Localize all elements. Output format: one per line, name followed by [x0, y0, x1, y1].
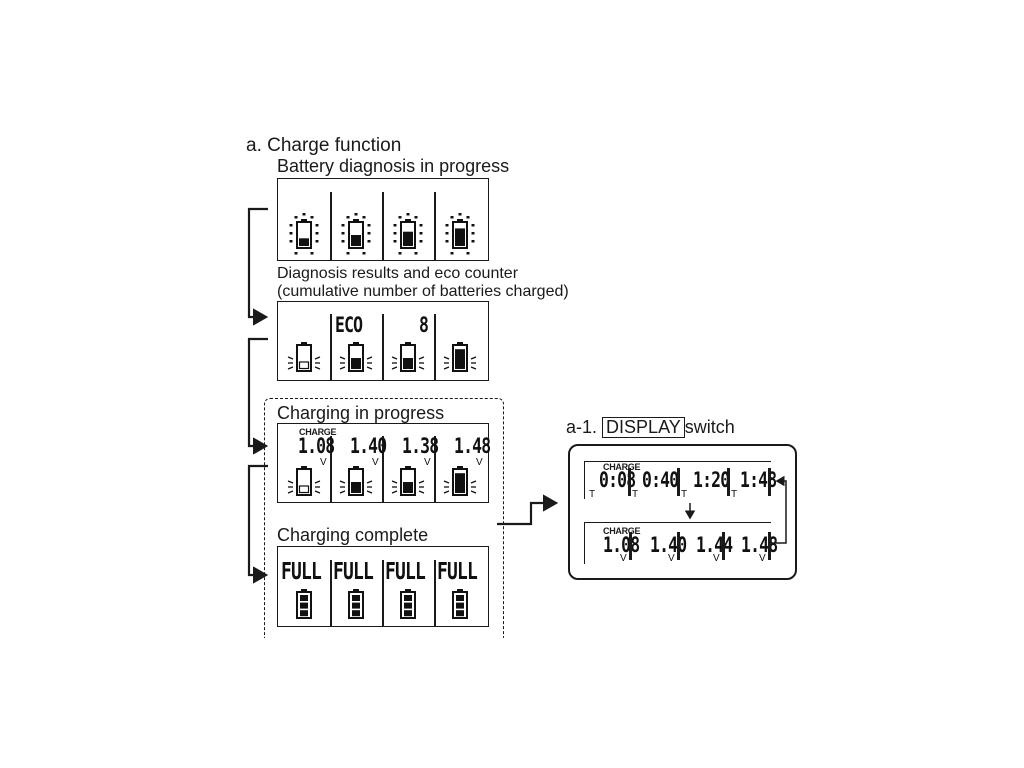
slot-divider — [330, 560, 332, 626]
battery-icon — [452, 589, 468, 619]
results-batteries — [287, 342, 477, 372]
slot-divider — [434, 436, 436, 502]
voltage-slot-4: 1.48 — [454, 434, 491, 458]
battery-icon — [400, 589, 416, 619]
battery-icon — [341, 213, 371, 255]
volt-charge-tag: CHARGE — [603, 526, 641, 536]
slot-divider — [382, 192, 384, 260]
slot-divider — [382, 314, 384, 380]
battery-icon — [287, 342, 321, 372]
battery-icon — [443, 342, 477, 372]
eco-label: ECO — [335, 313, 363, 337]
time-unit: T — [731, 489, 738, 500]
battery-icon — [287, 466, 321, 496]
volt-view-unit: V — [668, 553, 675, 564]
flow-arrow-to-display-switch — [497, 494, 559, 526]
slot-divider — [434, 560, 436, 626]
results-label-line2: (cumulative number of batteries charged) — [277, 283, 569, 300]
slot-divider — [677, 468, 680, 496]
volt-unit: V — [424, 457, 431, 468]
toggle-return-arrow — [775, 475, 787, 544]
slot-divider — [768, 532, 771, 560]
time-slot-1: 0:08 — [599, 468, 636, 492]
battery-icon — [339, 342, 373, 372]
battery-icon — [393, 213, 423, 255]
battery-icon — [296, 589, 312, 619]
time-unit: T — [632, 489, 639, 500]
full-slot-4: FULL — [437, 559, 478, 585]
charge-tag: CHARGE — [299, 427, 337, 437]
voltage-slot-3: 1.38 — [402, 434, 439, 458]
time-unit: T — [589, 489, 596, 500]
display-switch-panel — [568, 444, 797, 580]
eco-count: 8 — [419, 313, 429, 337]
diagnosis-label: Battery diagnosis in progress — [277, 156, 510, 176]
battery-icon — [391, 466, 425, 496]
slot-divider — [722, 532, 725, 560]
battery-icon — [391, 342, 425, 372]
flow-arrow-results-to-charging — [247, 337, 269, 455]
slot-divider — [727, 468, 730, 496]
battery-icon — [289, 213, 319, 255]
volt-unit: V — [372, 457, 379, 468]
time-slot-3: 1:20 — [693, 468, 730, 492]
voltage-view-bracket — [584, 522, 771, 564]
voltage-slot-2: 1.40 — [350, 434, 387, 458]
volt-unit: V — [320, 457, 327, 468]
battery-icon — [348, 589, 364, 619]
display-switch-suffix: switch — [684, 417, 735, 437]
results-label-line1: Diagnosis results and eco counter — [277, 265, 519, 282]
diagnosis-batteries — [289, 213, 475, 255]
full-slot-1: FULL — [281, 559, 322, 585]
volt-unit: V — [476, 457, 483, 468]
slot-divider — [330, 314, 332, 380]
time-charge-tag: CHARGE — [603, 462, 641, 472]
display-key: DISPLAY — [602, 417, 685, 438]
slot-divider — [382, 560, 384, 626]
complete-label: Charging complete — [277, 525, 429, 545]
display-switch-prefix: a-1. — [566, 417, 598, 437]
battery-icon — [443, 466, 477, 496]
slot-divider — [434, 314, 436, 380]
time-slot-4: 1:48 — [740, 468, 777, 492]
slot-divider — [330, 192, 332, 260]
slot-divider — [628, 468, 631, 496]
time-view-bracket — [584, 461, 771, 499]
section-title: a. Charge function — [246, 135, 402, 156]
volt-view-unit: V — [759, 553, 766, 564]
slot-divider — [330, 436, 332, 502]
full-slot-2: FULL — [333, 559, 374, 585]
slot-divider — [629, 532, 632, 560]
slot-divider — [677, 532, 680, 560]
volt-view-unit: V — [713, 553, 720, 564]
flow-arrow-charging-to-complete — [247, 464, 269, 584]
charging-batteries — [287, 466, 477, 496]
time-slot-2: 0:40 — [642, 468, 679, 492]
voltage-slot-1: 1.08 — [298, 434, 335, 458]
battery-icon — [339, 466, 373, 496]
complete-batteries — [296, 589, 468, 619]
volt-view-unit: V — [620, 553, 627, 564]
battery-icon — [445, 213, 475, 255]
slot-divider — [768, 468, 771, 496]
slot-divider — [434, 192, 436, 260]
slot-divider — [382, 436, 384, 502]
flow-arrow-diagnosis-to-results — [247, 207, 269, 326]
full-slot-3: FULL — [385, 559, 426, 585]
charging-label: Charging in progress — [277, 403, 445, 423]
charging-region-outline — [264, 398, 504, 638]
time-unit: T — [681, 489, 688, 500]
